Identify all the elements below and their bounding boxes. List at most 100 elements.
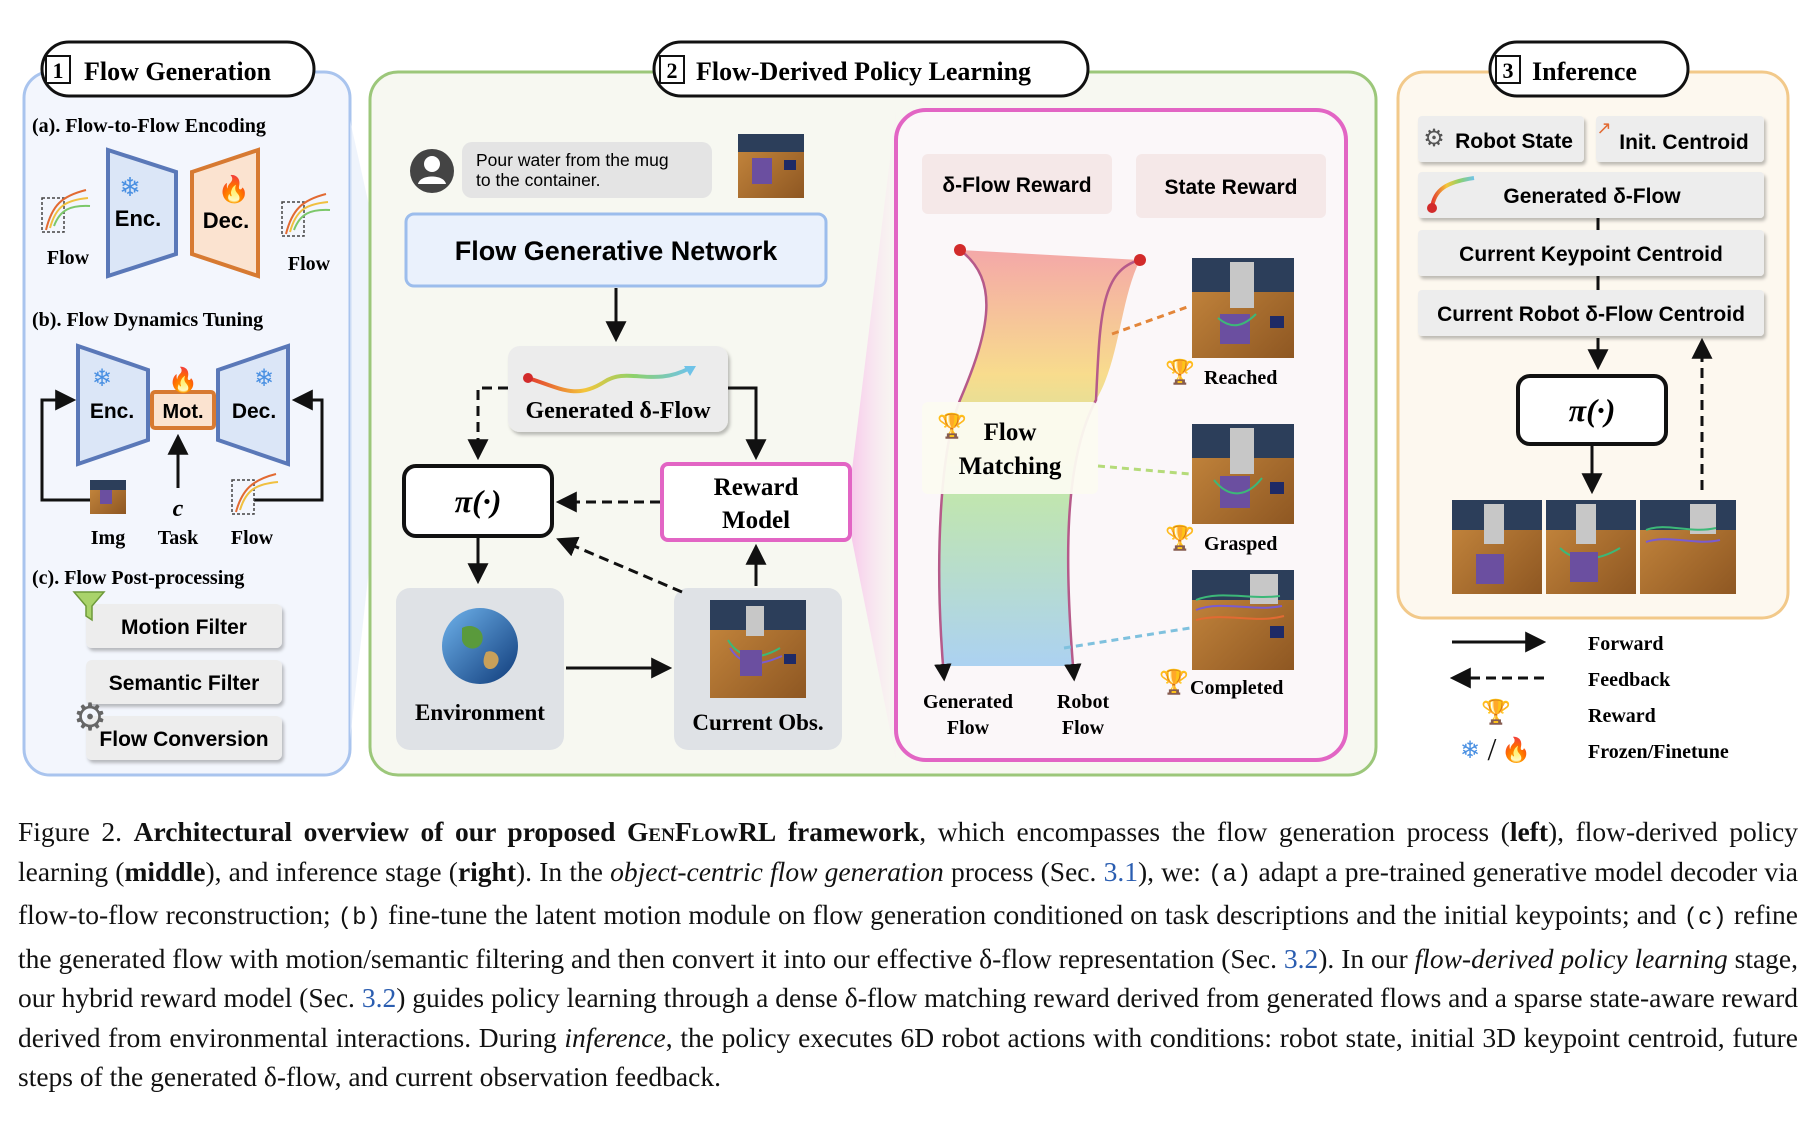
legend-frozen-finetune: Frozen/Finetune: [1588, 741, 1729, 763]
motion-filter: Motion Filter: [121, 616, 247, 639]
generated-flow-axis-line-2: Flow: [947, 717, 990, 739]
inference-policy-label: π(·): [1569, 392, 1616, 428]
section-b-title: (b). Flow Dynamics Tuning: [32, 309, 263, 331]
caption-text: adapt a pre-trained generative model dec…: [18, 855, 1798, 931]
flow-label-right: Flow: [288, 253, 331, 275]
panel2-title: Flow-Derived Policy Learning: [696, 57, 1031, 86]
policy-label: π(·): [455, 483, 502, 519]
task-symbol: c: [173, 496, 184, 522]
robot-state-label: Robot State: [1455, 130, 1573, 153]
instruction-line-2: to the container.: [476, 170, 601, 190]
init-centroid-label: Init. Centroid: [1619, 131, 1749, 154]
caption-text: refine the generated flow with motion/se…: [18, 899, 1799, 974]
caption-ocfg: object-centric flow generation: [610, 855, 944, 887]
legend: Forward Feedback 🏆 Reward ❄ / 🔥 Frozen/F…: [1449, 631, 1729, 767]
flow-icon: [41, 189, 91, 233]
loop-arrow-left: [40, 389, 108, 502]
reward-model-line-1: Reward: [714, 474, 799, 501]
snowflake-icon: ❄: [92, 366, 112, 392]
snowflake-icon: ❄: [119, 173, 141, 202]
flow-icon: [231, 473, 279, 515]
reached-connector: [1111, 304, 1191, 336]
panel1-title: Flow Generation: [84, 57, 272, 86]
caption-text: ), flow-derived policy learning (: [18, 816, 1799, 887]
stage-grasped-image: [1192, 424, 1294, 524]
enc-label-a: Enc.: [115, 206, 161, 231]
decoder-block-a: [190, 147, 260, 279]
figure-caption: Figure 2. Architectural overview of our …: [18, 812, 1798, 1097]
completed-connector: [1063, 626, 1191, 650]
snowflake-icon: ❄: [254, 366, 274, 392]
enc-label-b: Enc.: [90, 400, 134, 423]
caption-fdpl: flow-derived policy learning: [1414, 942, 1728, 974]
generated-flow-label: Generated δ-Flow: [525, 398, 711, 424]
flow-generative-network: [404, 212, 828, 288]
funnel-icon: [72, 591, 106, 622]
caption-text: ) guides policy learning through a dense…: [18, 982, 1798, 1053]
dec-label-a: Dec.: [203, 208, 249, 233]
legend-forward: Forward: [1588, 633, 1664, 655]
loop-arrow-right: [254, 389, 324, 502]
caption-text: , the policy executes 6D robot actions w…: [18, 1021, 1798, 1093]
axes-icon: ↗: [1596, 118, 1611, 138]
panel-policy-learning: 2 Flow-Derived Policy Learning Pour wate…: [368, 40, 1378, 777]
dec-label-b: Dec.: [232, 400, 276, 423]
fire-icon: 🔥: [218, 174, 250, 204]
generated-flow-axis-line-1: Generated: [923, 691, 1013, 713]
caption-text: ), we:: [1137, 855, 1209, 887]
reached-label: Reached: [1204, 367, 1277, 389]
keypoint-centroid-label: Current Keypoint Centroid: [1459, 243, 1723, 266]
panel2-number: 2: [667, 58, 678, 83]
caption-text: stage, our hybrid reward model (Sec.: [18, 942, 1798, 1014]
stage-reached-image: [1192, 258, 1294, 358]
semantic-filter: Semantic Filter: [109, 672, 260, 695]
current-obs-image: [710, 600, 806, 698]
section-ref-link[interactable]: 3.2: [1283, 942, 1319, 974]
mot-label: Mot.: [162, 401, 203, 423]
rollout-images: [1452, 500, 1736, 594]
framework-name: GenFlowRL: [627, 816, 777, 847]
panel1-number: 1: [53, 58, 64, 83]
trophy-icon: 🏆: [1159, 668, 1189, 696]
flow-matching-line-1: Flow: [984, 419, 1037, 446]
generated-flow-curve: [527, 366, 691, 394]
trophy-icon: 🏆: [1165, 524, 1195, 552]
caption-text: ), and inference stage (: [205, 855, 458, 887]
caption-text: fine-tune the latent motion module on fl…: [380, 899, 1684, 930]
flow-icon: [281, 193, 331, 237]
section-ref-link[interactable]: 3.1: [1103, 855, 1138, 887]
grasped-connector: [1097, 464, 1191, 476]
caption-middle: middle: [124, 855, 206, 887]
flow-conversion: Flow Conversion: [99, 728, 268, 751]
snowflake-icon: ❄: [1460, 738, 1480, 764]
reward-model-box: [660, 462, 852, 542]
fire-icon: 🔥: [168, 366, 198, 394]
zoom-wedge: [350, 120, 370, 740]
flow-matching-line-2: Matching: [959, 453, 1062, 480]
delta-flow-reward-box: [922, 154, 1112, 214]
caption-step-a: (a): [1208, 861, 1252, 889]
reward-zoom-wedge: [852, 110, 896, 760]
gear-icon: ⚙: [73, 697, 107, 739]
caption-step-c: (c): [1683, 905, 1727, 932]
trophy-icon: 🏆: [1165, 358, 1195, 386]
trophy-icon: 🏆: [1481, 698, 1511, 726]
panel3-title: Inference: [1532, 57, 1637, 86]
section-a-title: (a). Flow-to-Flow Encoding: [32, 115, 266, 137]
section-ref-link[interactable]: 3.2: [361, 982, 397, 1013]
panel-flow-generation: 1 Flow Generation (a). Flow-to-Flow Enco…: [22, 40, 352, 777]
environment-label: Environment: [415, 700, 545, 725]
caption-left: left: [1509, 816, 1548, 847]
generated-flow-box: [508, 346, 728, 432]
caption-text: ). In our: [1318, 942, 1415, 974]
flow-label-b: Flow: [231, 527, 274, 549]
inference-generated-flow-label: Generated δ-Flow: [1503, 185, 1681, 208]
task-label: Task: [158, 527, 199, 549]
caption-bold-lead-2: framework: [787, 816, 920, 847]
motion-module-block: [150, 390, 216, 430]
trophy-icon: 🏆: [937, 412, 967, 440]
instruction-bubble: [462, 142, 712, 198]
arrow-obs-to-policy: [556, 536, 683, 594]
robot-flow-axis-line-2: Flow: [1062, 717, 1105, 739]
image-thumbnail: [90, 480, 126, 514]
